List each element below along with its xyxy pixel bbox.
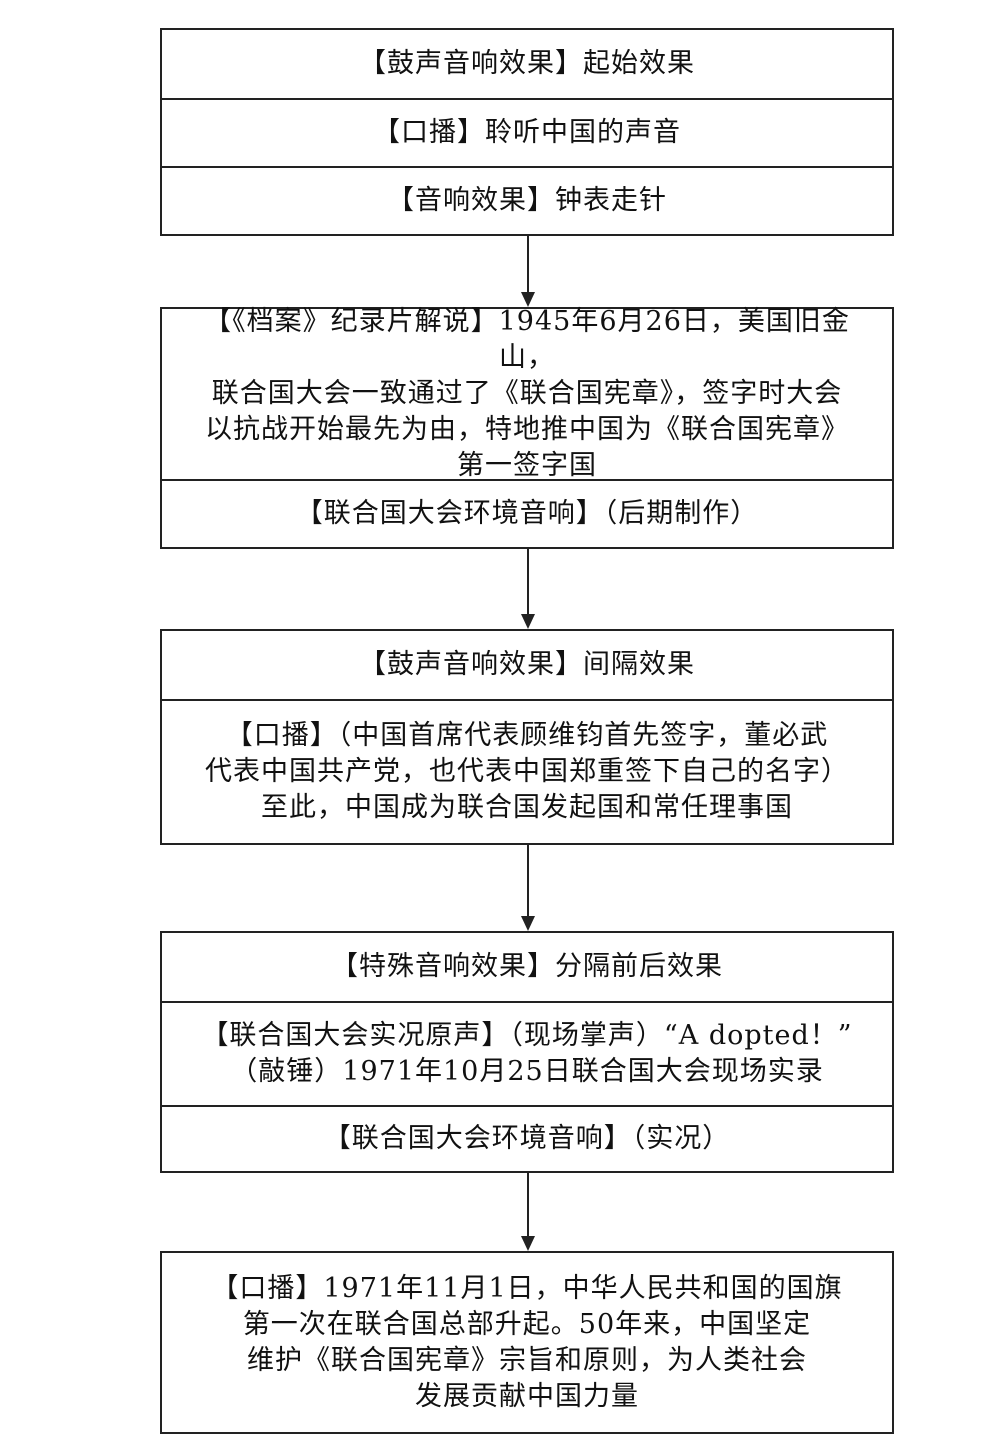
block-2-row-2-text: 【联合国大会环境音响】（后期制作） xyxy=(295,498,759,529)
flow-block-3: 【鼓声音响效果】间隔效果 【口播】（中国首席代表顾维钧首先签字，董必武 代表中国… xyxy=(160,629,894,845)
block-1-row-1-text: 【鼓声音响效果】起始效果 xyxy=(359,48,695,79)
block-1-row-3: 【音响效果】钟表走针 xyxy=(162,166,892,234)
block-1-row-1: 【鼓声音响效果】起始效果 xyxy=(162,30,892,98)
flow-block-1: 【鼓声音响效果】起始效果 【口播】聆听中国的声音 【音响效果】钟表走针 xyxy=(160,28,894,236)
flow-arrow-3 xyxy=(518,845,538,931)
flow-arrow-2 xyxy=(518,547,538,629)
flow-arrow-4 xyxy=(518,1171,538,1251)
block-5-row-1-text: 【口播】1971年11月1日，中华人民共和国的国旗 第一次在联合国总部升起。50… xyxy=(211,1272,843,1412)
block-4-row-2: 【联合国大会实况原声】（现场掌声）“A dopted！” （敲锤）1971年10… xyxy=(162,1001,892,1105)
block-2-row-1-text: 【《档案》纪录片解说】1945年6月26日，美国旧金山， 联合国大会一致通过了《… xyxy=(204,306,850,481)
block-3-row-1: 【鼓声音响效果】间隔效果 xyxy=(162,631,892,699)
block-1-row-2: 【口播】聆听中国的声音 xyxy=(162,98,892,166)
flow-block-2: 【《档案》纪录片解说】1945年6月26日，美国旧金山， 联合国大会一致通过了《… xyxy=(160,306,894,549)
block-4-row-2-text: 【联合国大会实况原声】（现场掌声）“A dopted！” （敲锤）1971年10… xyxy=(201,1020,853,1087)
block-4-row-3-text: 【联合国大会环境音响】（实况） xyxy=(323,1123,731,1154)
flow-block-5: 【口播】1971年11月1日，中华人民共和国的国旗 第一次在联合国总部升起。50… xyxy=(160,1251,894,1434)
block-4-row-3: 【联合国大会环境音响】（实况） xyxy=(162,1105,892,1171)
block-2-row-2: 【联合国大会环境音响】（后期制作） xyxy=(162,479,892,547)
block-3-row-2: 【口播】（中国首席代表顾维钧首先签字，董必武 代表中国共产党，也代表中国郑重签下… xyxy=(162,699,892,843)
block-3-row-1-text: 【鼓声音响效果】间隔效果 xyxy=(359,649,695,680)
block-2-row-1: 【《档案》纪录片解说】1945年6月26日，美国旧金山， 联合国大会一致通过了《… xyxy=(162,306,892,481)
block-3-row-2-text: 【口播】（中国首席代表顾维钧首先签字，董必武 代表中国共产党，也代表中国郑重签下… xyxy=(205,720,849,823)
flow-arrow-1 xyxy=(518,234,538,307)
flow-block-4: 【特殊音响效果】分隔前后效果 【联合国大会实况原声】（现场掌声）“A dopte… xyxy=(160,931,894,1173)
block-1-row-2-text: 【口播】聆听中国的声音 xyxy=(373,117,681,148)
block-4-row-1-text: 【特殊音响效果】分隔前后效果 xyxy=(331,951,723,982)
block-5-row-1: 【口播】1971年11月1日，中华人民共和国的国旗 第一次在联合国总部升起。50… xyxy=(162,1253,892,1432)
block-4-row-1: 【特殊音响效果】分隔前后效果 xyxy=(162,933,892,1001)
block-1-row-3-text: 【音响效果】钟表走针 xyxy=(387,185,667,216)
